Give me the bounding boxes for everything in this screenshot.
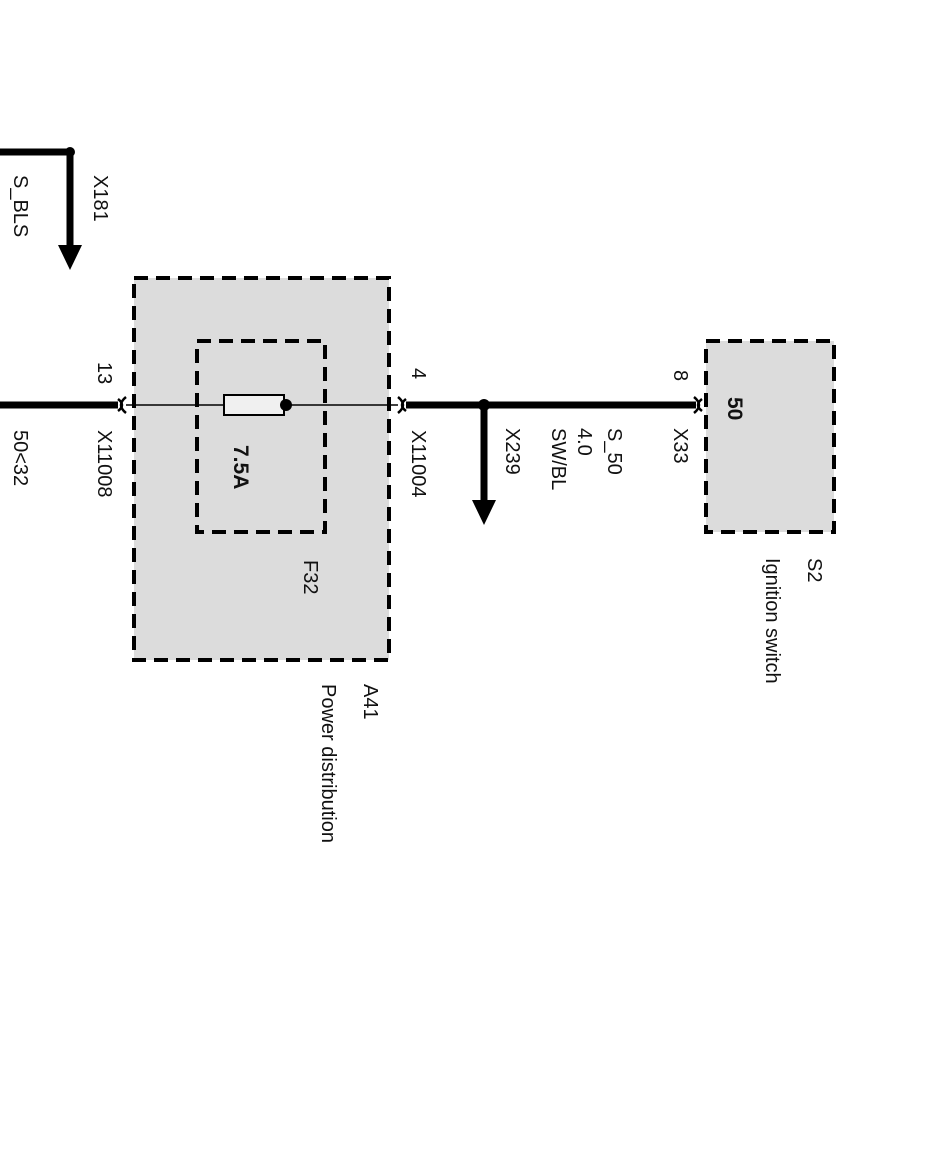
x33-label: X33 xyxy=(669,428,691,464)
s-bls-label: S_BLS xyxy=(9,175,31,237)
s-bls-wire xyxy=(0,147,82,270)
a41-label: A41 xyxy=(359,684,381,720)
s2-label: S2 xyxy=(803,558,825,582)
ignition-switch-label: Ignition switch xyxy=(761,558,783,684)
connector-x11008-icon xyxy=(117,396,127,414)
fuse-icon xyxy=(223,394,285,416)
wire-color-label: SW/BL xyxy=(547,428,569,490)
fuse-ref-label: F32 xyxy=(299,560,321,594)
pin-8-label: 8 xyxy=(669,370,691,381)
left-wire-signal-label: 50<32 xyxy=(9,430,31,486)
wire-gauge-label: 4.0 xyxy=(573,428,595,456)
fuse-rating-label: 7.5A xyxy=(229,445,252,489)
power-distribution-label: Power distribution xyxy=(317,684,339,843)
terminal-50-label: 50 xyxy=(723,397,746,420)
splice-arrow-icon xyxy=(472,500,496,525)
ignition-switch-box xyxy=(704,339,836,534)
connector-x33-icon xyxy=(693,396,703,414)
fuse-box xyxy=(195,339,327,534)
connector-arrow-icon xyxy=(58,245,82,270)
x11004-label: X11004 xyxy=(407,430,429,497)
wire-signal-label: S_50 xyxy=(603,428,625,475)
x181-label: X181 xyxy=(89,175,111,222)
x11008-label: X11008 xyxy=(93,430,115,497)
connector-x11004-icon xyxy=(397,396,407,414)
pin-4-label: 4 xyxy=(407,368,429,379)
x239-label: X239 xyxy=(501,428,523,475)
pin-13-label: 13 xyxy=(93,362,115,384)
